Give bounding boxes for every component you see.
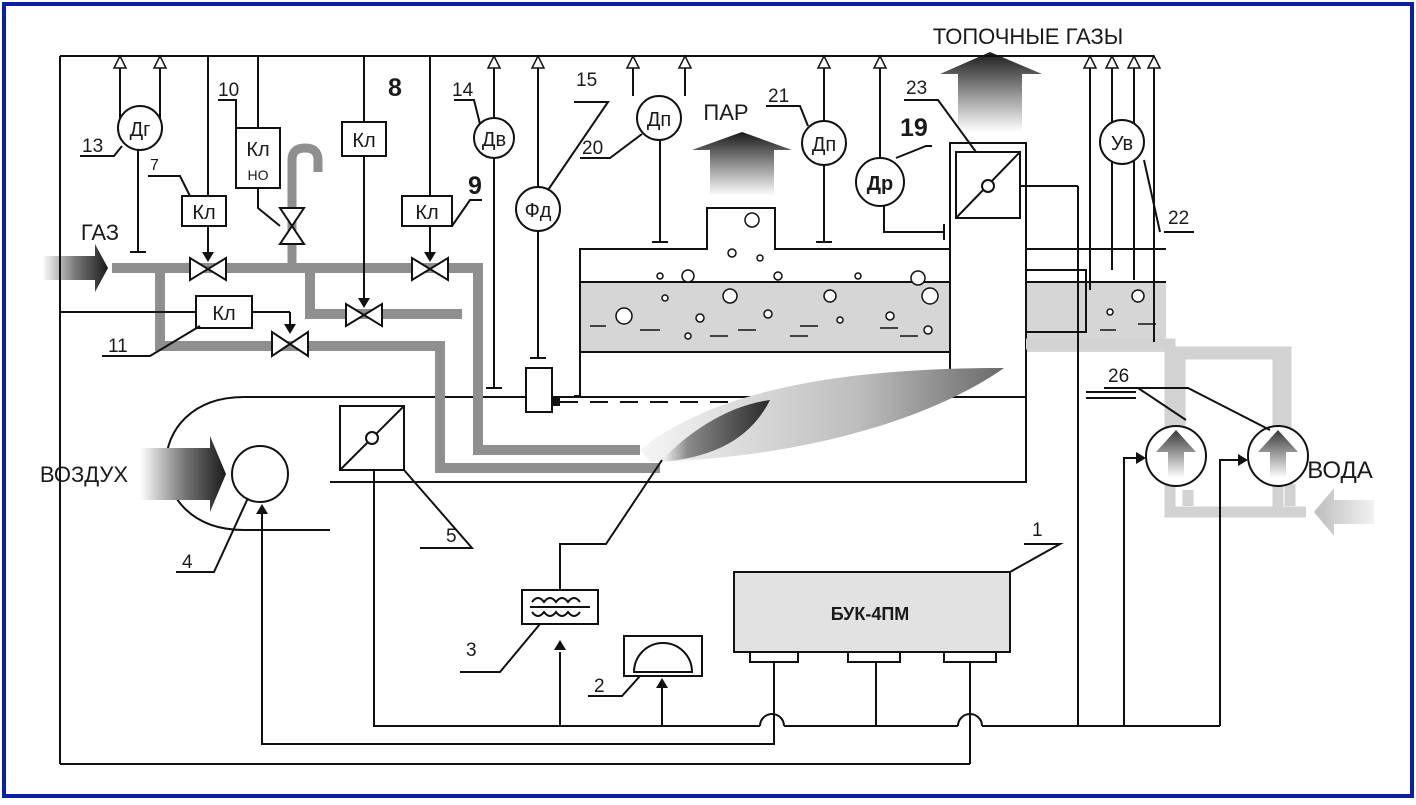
num-11: 11: [108, 336, 128, 357]
num-21: 21: [768, 86, 789, 107]
num-22: 22: [1168, 208, 1189, 229]
damper-23: [955, 151, 1021, 219]
kl-8-label: Кл: [352, 130, 375, 152]
furnace: [165, 142, 1027, 531]
kl-9-label: Кл: [415, 202, 438, 224]
dg-label: Дг: [130, 119, 151, 141]
num-26: 26: [1108, 366, 1129, 387]
kl-no-label-top: Кл: [246, 139, 269, 161]
air-label: ВОЗДУХ: [40, 462, 128, 487]
num-13: 13: [82, 136, 103, 157]
num-14: 14: [452, 80, 474, 101]
gas-pipeline: [112, 143, 660, 473]
controller-buk: БУК-4ПМ: [733, 571, 1011, 663]
steam-arrow: [692, 132, 792, 196]
num-2: 2: [594, 676, 605, 697]
kl-8-box: [341, 121, 387, 157]
valve-10: [278, 207, 306, 245]
water-inlet-arrow: [1314, 488, 1374, 536]
dp-21-label: Дп: [812, 134, 836, 156]
num-7: 7: [150, 157, 159, 174]
steam-label: ПАР: [703, 100, 748, 125]
air-inlet-arrow: [140, 436, 226, 512]
water-label: ВОДА: [1307, 457, 1373, 484]
num-4: 4: [182, 552, 193, 573]
valves: [189, 207, 449, 358]
num-10: 10: [218, 80, 239, 101]
kl-no-10-box: [235, 127, 281, 189]
flame-inner: [660, 400, 770, 462]
uv-label: Ув: [1111, 133, 1133, 155]
num-20: 20: [582, 138, 603, 159]
valve-7: [189, 256, 227, 282]
signal-terminals: [112, 54, 1162, 69]
indicator-2: [623, 635, 703, 677]
num-8: 8: [388, 74, 402, 102]
kl-no-label-bottom: НО: [248, 167, 269, 183]
dr-19-circle: [855, 157, 905, 207]
num-19: 19: [900, 114, 928, 142]
num-1: 1: [1032, 520, 1043, 541]
num-15: 15: [576, 70, 597, 91]
gas-label: ГАЗ: [81, 220, 119, 245]
controller-label: БУК-4ПМ: [831, 604, 910, 624]
kl-7-box: [181, 195, 227, 227]
flue-gas-arrow: [940, 52, 1042, 132]
ignition-transformer-3: [521, 589, 599, 625]
pump-26a: [1145, 425, 1207, 487]
kl-7-label: Кл: [192, 202, 215, 224]
flame-sensor: [525, 367, 553, 413]
valve-8: [345, 302, 383, 328]
leader-lines: [80, 99, 1271, 697]
kl-11-label: Кл: [212, 303, 235, 325]
dg-13-circle: [117, 105, 163, 151]
fd-15-circle: [515, 186, 561, 232]
kl-11-box: [195, 295, 253, 329]
valve-11: [271, 330, 309, 358]
flue-gases-label: ТОПОЧНЫЕ ГАЗЫ: [933, 24, 1123, 49]
uv-22-circle: [1099, 119, 1145, 165]
num-5: 5: [446, 526, 457, 547]
valve-9: [411, 256, 449, 282]
fan-4: [231, 445, 289, 503]
dv-label: Дв: [482, 129, 506, 151]
num-23: 23: [906, 78, 927, 99]
dp-20-label: Дп: [647, 109, 671, 131]
pump-26b: [1247, 425, 1309, 487]
dp-20-circle: [636, 95, 682, 141]
kl-9-box: [401, 195, 453, 227]
dv-14-circle: [473, 117, 515, 159]
dr-label: Др: [867, 173, 893, 195]
num-9: 9: [468, 172, 482, 200]
air-damper-5: [339, 405, 405, 471]
num-3: 3: [466, 640, 477, 661]
gas-inlet-arrow: [42, 244, 108, 292]
dp-21-circle: [801, 120, 847, 166]
fd-label: Фд: [525, 200, 552, 222]
